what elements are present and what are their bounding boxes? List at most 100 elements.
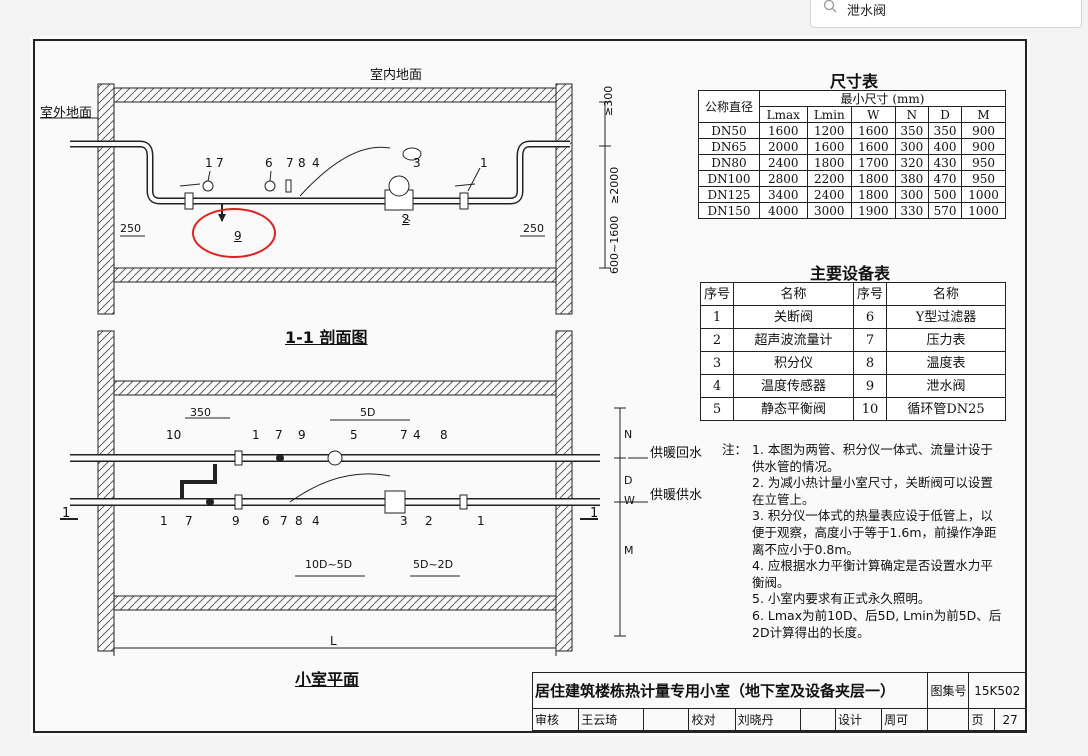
note-item: 4. 应根据水力平衡计算确定是否设置水力平衡阀。 — [752, 558, 993, 590]
drawing-title: 居住建筑楼栋热计量专用小室（地下室及设备夹层一） — [531, 672, 929, 709]
dim-2000: ≥2000 — [608, 166, 621, 204]
column-header: M — [961, 106, 1006, 123]
dim-350: 350 — [190, 406, 211, 419]
cell: 8 — [853, 351, 887, 375]
cell: 570 — [927, 202, 963, 219]
notes-label: 注： — [722, 442, 748, 457]
callout: 2 — [425, 514, 433, 528]
cell: 9 — [853, 374, 887, 398]
callout: 4 — [413, 428, 421, 442]
column-header: 序号 — [853, 282, 887, 306]
callout: 7 — [185, 514, 193, 528]
dim-5d2d: 5D~2D — [413, 558, 454, 571]
cell: 积分仪 — [733, 351, 854, 375]
notes: 注： 1. 本图为两管、积分仪一体式、流量计设于供水管的情况。 2. 为减小热计量… — [722, 442, 1004, 641]
cell: 循环管DN25 — [886, 397, 1006, 421]
cell-drain-valve: 泄水阀 — [886, 374, 1006, 398]
callout: 4 — [312, 156, 320, 170]
cell: Y型过滤器 — [886, 305, 1006, 329]
cell: 950 — [961, 170, 1006, 187]
cell: DN50 — [698, 122, 760, 139]
dim-w: W — [624, 494, 635, 507]
section-title: 1-1 剖面图 — [285, 328, 368, 347]
review-label: 审核 — [531, 708, 580, 731]
atlas-number: 15K502 — [968, 672, 1026, 709]
section-valve-right — [459, 192, 469, 210]
dim-300: ≥300 — [602, 85, 615, 116]
dim-250-right: 250 — [523, 222, 544, 235]
dim-m: M — [624, 544, 634, 557]
section-mark-left: 1 — [62, 506, 71, 521]
callout: 1 — [160, 514, 168, 528]
dimension-table-title: 尺寸表 — [830, 72, 879, 91]
cell: 2400 — [806, 186, 852, 203]
cell: 温度传感器 — [733, 374, 854, 398]
section-left-wall — [97, 83, 115, 315]
page-label: 页 — [968, 708, 996, 731]
section-floor — [113, 267, 557, 283]
note-item: 1. 本图为两管、积分仪一体式、流量计设于供水管的情况。 — [752, 442, 993, 474]
cell: 400 — [927, 138, 963, 155]
plan-bottom-wall — [113, 595, 557, 611]
cell: 1000 — [961, 202, 1006, 219]
callout: 3 — [400, 514, 408, 528]
plan-balance-valve — [327, 450, 343, 466]
section-view — [40, 83, 611, 315]
cell: 900 — [961, 138, 1006, 155]
plan-flowmeter — [384, 490, 406, 514]
plan-top-wall — [113, 380, 557, 396]
cell: 1800 — [806, 154, 852, 171]
callout: 6 — [265, 156, 273, 170]
atlas-label: 图集号 — [927, 672, 970, 709]
section-gauge-2 — [264, 180, 276, 192]
section-valve-left — [184, 192, 194, 210]
page-number: 27 — [994, 708, 1026, 731]
cell: 1700 — [850, 154, 896, 171]
dim-600: 600~1600 — [608, 215, 621, 274]
cell: 2 — [700, 328, 734, 352]
callout: 9 — [232, 514, 240, 528]
cell: 1 — [700, 305, 734, 329]
callout: 10 — [166, 428, 182, 442]
callout: 1 — [252, 428, 260, 442]
dim-10d5d: 10D~5D — [305, 558, 353, 571]
cell: 320 — [894, 154, 929, 171]
callout: 9 — [298, 428, 306, 442]
header-spec: 公称直径 — [698, 90, 760, 123]
cell: 1600 — [850, 138, 896, 155]
dim-l: L — [330, 634, 337, 648]
plan-right-wall — [555, 330, 573, 652]
cell: 7 — [853, 328, 887, 352]
reviewer: 王云琦 — [578, 708, 645, 731]
drawing-canvas — [33, 39, 1027, 733]
search-input[interactable] — [847, 0, 1067, 20]
note-item: 3. 积分仪一体式的热量表应设于低管上，以便于观察，高度小于等于1.6m，前操作… — [752, 508, 997, 557]
callout: 8 — [440, 428, 448, 442]
search-bar[interactable] — [810, 0, 1082, 28]
column-header: Lmin — [806, 106, 852, 123]
note-item: 2. 为减小热计量小室尺寸，关断阀可以设置在立管上。 — [752, 475, 993, 507]
cell: 1900 — [850, 202, 896, 219]
dim-n: N — [624, 428, 633, 441]
drawing-sheet: 室内地面 室外地面 250 250 ≥300 ≥2000 600~1600 1-… — [30, 36, 1030, 736]
callout: 1 — [480, 156, 488, 170]
section-gauge-1 — [202, 180, 214, 192]
callout: 4 — [312, 514, 320, 528]
cell: 6 — [853, 305, 887, 329]
callout: 7 — [286, 156, 294, 170]
cell: 300 — [894, 186, 929, 203]
callout: 3 — [413, 156, 421, 170]
cell: 3400 — [759, 186, 808, 203]
cell: 2000 — [759, 138, 808, 155]
dim-d: D — [624, 474, 633, 487]
callout: 1 — [205, 156, 213, 170]
plan-bypass — [180, 464, 217, 498]
label-return-water: 供暖回水 — [650, 446, 703, 461]
column-header: Lmax — [759, 106, 808, 123]
